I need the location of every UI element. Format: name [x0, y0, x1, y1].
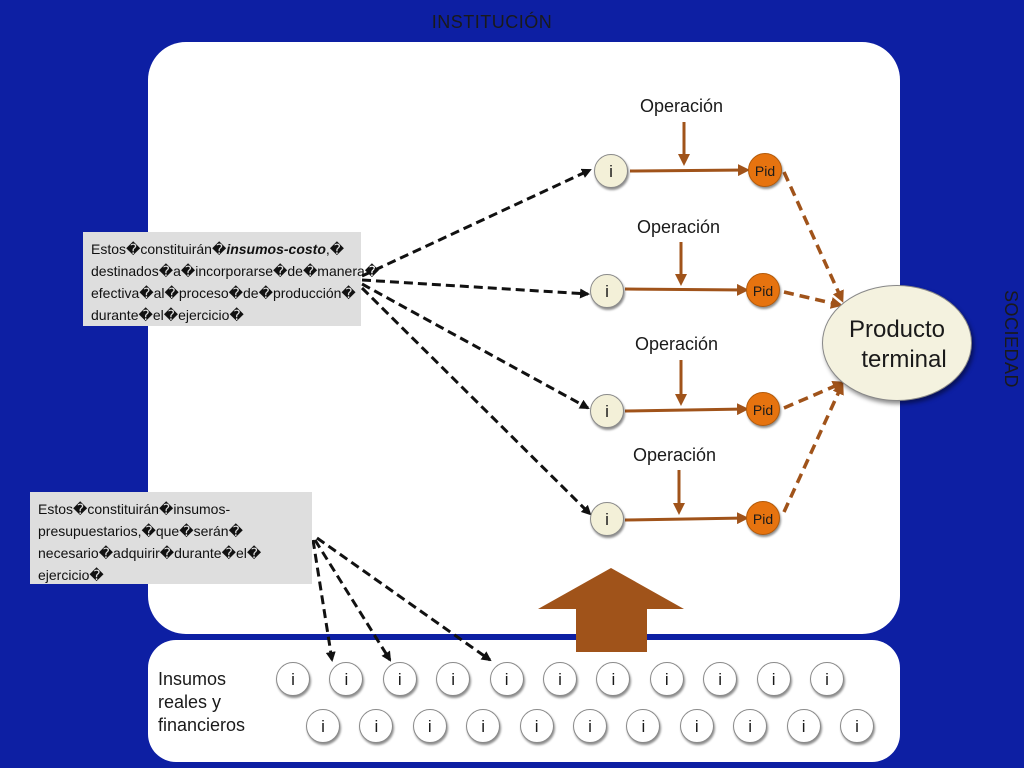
input-row1-node: i — [543, 662, 577, 696]
flow-arrow-4 — [624, 512, 749, 525]
input-row2-node: i — [840, 709, 874, 743]
input-row2-node: i — [412, 709, 447, 743]
dashed-arrow-note1-i1 — [361, 168, 592, 278]
input-row2-node: i — [573, 709, 607, 743]
producto-line-1: Producto — [848, 316, 946, 343]
dashed-pid4-product — [782, 382, 844, 513]
big-up-arrow — [538, 568, 684, 652]
operation-label-3: Operación — [635, 334, 719, 354]
input-row2-node: i — [306, 709, 340, 743]
dashed-pid3-product — [783, 381, 845, 410]
input-row1-node: i — [489, 662, 524, 696]
insumos-label-line-1: Insumos — [158, 669, 227, 689]
note-insumos-costo: Estos�constituirán�insumos-costo,� desti… — [83, 232, 379, 326]
input-row1-node: i — [276, 662, 310, 696]
input-node: i — [590, 274, 624, 308]
operation-label-4: Operación — [633, 445, 717, 465]
dashed-arrow-note1-i3 — [361, 282, 590, 410]
pid-node: Pid — [746, 501, 780, 535]
input-node: i — [590, 502, 624, 536]
insumos-label-line-2: reales y — [158, 692, 222, 712]
input-row2-node: i — [679, 709, 714, 743]
input-row1-node: i — [756, 662, 791, 696]
institucion-label: INSTITUCIÓN — [431, 12, 553, 32]
note-insumos-presupuestarios: Estos�constituirán�insumos-presupuestari… — [30, 492, 312, 584]
flow-arrow-2 — [624, 283, 749, 296]
pid-node: Pid — [746, 392, 780, 426]
input-row2-node: i — [733, 709, 768, 743]
insumos-label: Insumos reales y financieros — [158, 668, 268, 737]
operation-label-2: Operación — [637, 217, 721, 237]
input-row1-node: i — [382, 662, 417, 696]
inputs-panel — [148, 640, 900, 762]
input-row2-node: i — [519, 709, 554, 743]
input-row1-node: i — [329, 662, 364, 696]
dashed-pid2-product — [783, 290, 843, 309]
input-row2-node: i — [466, 709, 501, 743]
sociedad-label: SOCIEDAD — [1001, 290, 1021, 389]
input-row2-node: i — [786, 709, 821, 743]
dashed-arrow-note2-c — [316, 536, 492, 662]
pid-node: Pid — [746, 273, 780, 307]
input-row1-node: i — [810, 662, 844, 696]
producto-terminal-node: Producto terminal — [822, 285, 972, 401]
dashed-arrow-note2-a — [311, 539, 336, 662]
dashed-arrow-note1-i4 — [360, 286, 592, 516]
producto-line-2: terminal — [861, 346, 947, 373]
input-row2-node: i — [359, 709, 394, 743]
flow-arrow-1 — [629, 164, 750, 177]
input-node: i — [594, 154, 628, 188]
input-row1-node: i — [596, 662, 631, 696]
input-row1-node: i — [649, 662, 684, 696]
dashed-arrow-note2-b — [313, 539, 392, 662]
pid-node: Pid — [748, 153, 782, 187]
input-row1-node: i — [703, 662, 738, 696]
operation-label-1: Operación — [640, 96, 724, 116]
input-node: i — [590, 394, 624, 428]
flow-arrow-3 — [624, 403, 749, 416]
insumos-label-line-3: financieros — [158, 715, 246, 735]
input-row2-node: i — [626, 709, 661, 743]
dashed-arrow-note1-i2 — [361, 278, 590, 299]
input-row1-node: i — [436, 662, 471, 696]
dashed-pid1-product — [782, 171, 844, 303]
